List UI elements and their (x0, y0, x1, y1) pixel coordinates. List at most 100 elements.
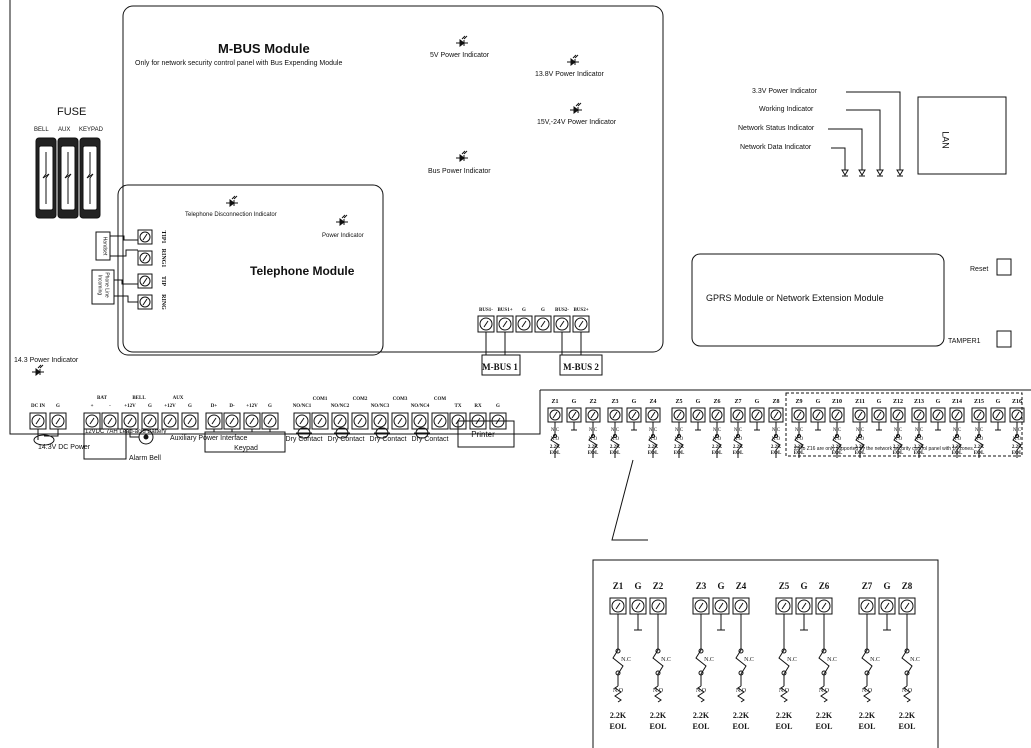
indicator-bus-icon (456, 150, 468, 162)
zoom-eol-label: EOL (649, 722, 667, 731)
zoom-no-label: N.O (612, 688, 624, 694)
fuse-icon (57, 137, 79, 219)
zone-terminal (971, 407, 987, 423)
mbus-terminal (553, 315, 571, 333)
zone-eol-label: EOL (793, 451, 805, 456)
zone-label: G (935, 399, 941, 405)
fuse-label-keypad: KEYPAD (79, 127, 103, 133)
fuse-icon (35, 137, 57, 219)
bottom-terminal-label: +12V (164, 404, 176, 409)
zone-terminal (990, 407, 1006, 423)
zone-no-label: N.O (588, 437, 598, 442)
zone-res-label: 2.2K (793, 445, 805, 450)
bottom-terminal-label: D- (229, 404, 235, 409)
zoom-zone-label: G (634, 581, 642, 591)
printer-box (457, 420, 515, 448)
zone-label: Z8 (772, 399, 780, 405)
zone-terminal (645, 407, 661, 423)
zone-nc-label: N.C (674, 428, 684, 433)
aux-power-label: Auxiliary Power Interface (170, 435, 248, 442)
zoom-res-label: 2.2K (898, 711, 916, 720)
lan-led-icon (841, 169, 849, 177)
zoom-no-label: N.O (861, 688, 873, 694)
telephone-terminal (137, 294, 153, 310)
zone-extension-box (785, 392, 1023, 457)
zone-terminal (768, 407, 784, 423)
zone-eol-label: EOL (609, 451, 621, 456)
telephone-module-box (117, 184, 384, 356)
zone-label: Z11 (855, 399, 865, 405)
zone-eol-label: EOL (647, 451, 659, 456)
zone-eol-label: EOL (587, 451, 599, 456)
zone-no-label: N.O (974, 437, 984, 442)
zone-label: Z2 (589, 399, 597, 405)
zone-res-label: 2.2K (892, 445, 904, 450)
zoom-terminal (712, 597, 730, 615)
dry-contact-4-label: Dry Contact (411, 436, 449, 443)
zone-no-label: N.O (914, 437, 924, 442)
zoom-eol-label: EOL (775, 722, 793, 731)
zoom-no-label: N.O (901, 688, 913, 694)
zoom-zone-label: Z7 (861, 581, 873, 591)
zone-no-label: N.O (550, 437, 560, 442)
zone-nc-label: N.C (893, 428, 903, 433)
fuse-title: FUSE (57, 106, 87, 118)
bottom-terminal-label: G (188, 404, 192, 409)
zone-terminal (547, 407, 563, 423)
bottom-terminal (49, 412, 67, 430)
bottom-terminal (311, 412, 329, 430)
zone-no-label: N.O (832, 437, 842, 442)
zoom-terminal (775, 597, 793, 615)
power-indicator-14-3-icon (32, 364, 44, 376)
mbus-1-box (481, 354, 521, 376)
bottom-terminal (431, 412, 449, 430)
bottom-terminal (181, 412, 199, 430)
zoom-no-label: N.O (652, 688, 664, 694)
mbus-1-label: M-BUS 1 (482, 362, 518, 372)
zoom-zone-label: Z2 (652, 581, 664, 591)
zoom-terminal (898, 597, 916, 615)
zoom-nc-label: N.C (827, 657, 837, 663)
zone-no-label: N.O (610, 437, 620, 442)
indicator-15-24v-icon (570, 102, 582, 114)
zoom-eol-label: EOL (692, 722, 710, 731)
bottom-terminal (101, 412, 119, 430)
bottom-terminal-label: +12V (124, 404, 136, 409)
dry-contact-3-label: Dry Contact (369, 436, 407, 443)
zoom-no-label: N.O (778, 688, 790, 694)
zone-res-label: 2.2K (673, 445, 685, 450)
zone-label: G (876, 399, 882, 405)
zone-no-label: N.O (893, 437, 903, 442)
bottom-terminal-label: NO/NC2 (330, 404, 350, 409)
zone-res-label: 2.2K (770, 445, 782, 450)
telephone-terminal (137, 250, 153, 266)
bottom-terminal (83, 412, 101, 430)
bottom-terminal (121, 412, 139, 430)
zoom-zone-label: Z4 (735, 581, 747, 591)
zone-eol-label: EOL (892, 451, 904, 456)
dry-contact-2-label: Dry Contact (327, 436, 365, 443)
fuse-label-bell: BELL (34, 127, 49, 133)
zone-label: Z5 (675, 399, 683, 405)
bottom-terminal-label: COM1 (312, 397, 328, 402)
zone-terminal (749, 407, 765, 423)
zone-res-label: 2.2K (973, 445, 985, 450)
zone-terminal (690, 407, 706, 423)
bottom-terminal-label: +12V (246, 404, 258, 409)
zone-nc-label: N.C (855, 428, 865, 433)
indicator-15-24v-label: 15V,-24V Power Indicator (537, 119, 617, 126)
zoom-terminal (609, 597, 627, 615)
bottom-terminal-label: RX (474, 404, 482, 409)
dry-contact-1-label: Dry Contact (285, 436, 323, 443)
bottom-terminal (331, 412, 349, 430)
mbus-2-label: M-BUS 2 (563, 362, 599, 372)
zone-no-label: N.O (1012, 437, 1022, 442)
zone-terminal (852, 407, 868, 423)
mbus-terminal (515, 315, 533, 333)
zone-eol-label: EOL (673, 451, 685, 456)
mbus-terminal-label: BUS2- (555, 308, 569, 313)
indicator-13-8v-icon (567, 54, 579, 66)
zoom-terminal (878, 597, 896, 615)
